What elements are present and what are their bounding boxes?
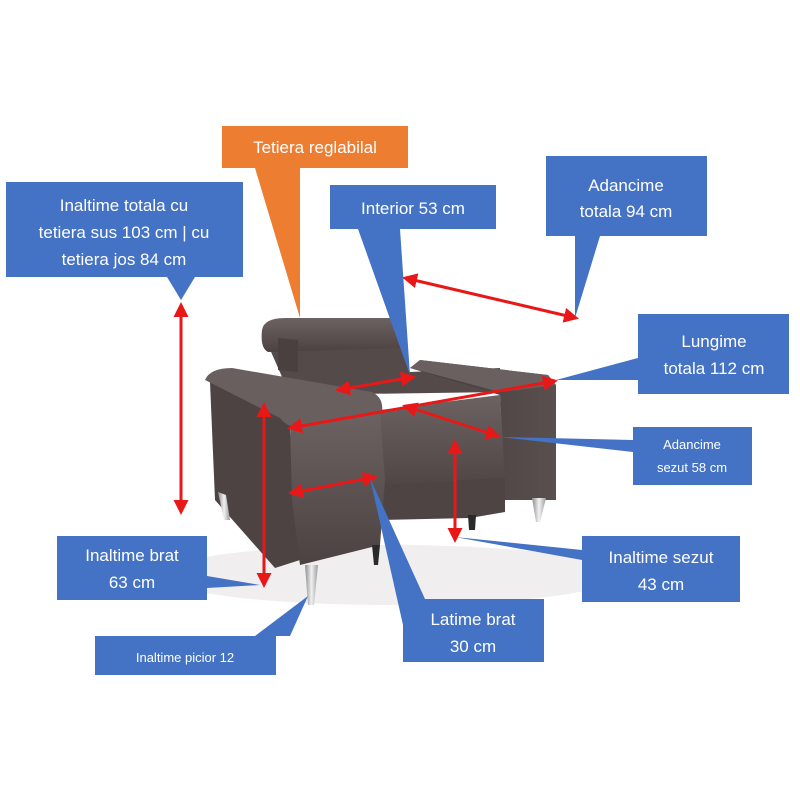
- seat-height-label-1: Inaltime sezut: [609, 548, 714, 567]
- callout-seat-height: Inaltime sezut 43 cm: [455, 536, 740, 602]
- seat-depth-label-1: Adancime: [663, 437, 721, 452]
- callout-arm-width: Latime brat 30 cm: [370, 478, 544, 662]
- callout-total-depth: Adancime totala 94 cm: [546, 156, 707, 318]
- left-armrest: [210, 382, 300, 568]
- back-right-leg: [532, 498, 546, 522]
- callout-headrest: Tetiera reglabilal: [222, 126, 408, 318]
- front-right-leg: [372, 545, 380, 565]
- back-left-leg: [218, 492, 230, 520]
- total-depth-label-2: totala 94 cm: [580, 202, 673, 221]
- middle-leg: [468, 515, 476, 530]
- callout-leg-height: Inaltime picior 12: [95, 596, 308, 675]
- arrow-total-depth: [402, 273, 579, 323]
- total-depth-label-1: Adancime: [588, 176, 664, 195]
- callout-total-length: Lungime totala 112 cm: [556, 314, 789, 394]
- headrest-bracket: [278, 338, 298, 372]
- arrow-seat-depth: [402, 402, 501, 440]
- total-length-label-2: totala 112 cm: [664, 359, 765, 378]
- callout-interior: Interior 53 cm: [330, 185, 496, 375]
- headrest-label: Tetiera reglabilal: [253, 138, 377, 157]
- arm-width-label-2: 30 cm: [450, 637, 496, 656]
- callout-seat-depth: Adancime sezut 58 cm: [500, 427, 752, 485]
- arm-width-label-1: Latime brat: [430, 610, 515, 629]
- front-left-leg: [305, 565, 318, 605]
- leg-height-label: Inaltime picior 12: [136, 650, 234, 665]
- callout-total-height: Inaltime totala cu tetiera sus 103 cm | …: [6, 182, 243, 300]
- arrow-arm-width: [288, 471, 378, 499]
- total-height-label-3: tetiera jos 84 cm: [62, 250, 187, 269]
- arm-height-label-1: Inaltime brat: [85, 546, 179, 565]
- dimension-arrows: [173, 273, 579, 588]
- total-length-label-1: Lungime: [681, 332, 746, 351]
- seat-front: [380, 478, 505, 520]
- interior-label: Interior 53 cm: [361, 199, 465, 218]
- callout-arm-height: Inaltime brat 63 cm: [57, 536, 260, 600]
- seat-height-label-2: 43 cm: [638, 575, 684, 594]
- seat-depth-label-2: sezut 58 cm: [657, 460, 727, 475]
- total-height-label-1: Inaltime totala cu: [60, 196, 189, 215]
- arm-height-label-2: 63 cm: [109, 573, 155, 592]
- left-armrest-front: [290, 412, 385, 565]
- total-height-label-2: tetiera sus 103 cm | cu: [39, 223, 210, 242]
